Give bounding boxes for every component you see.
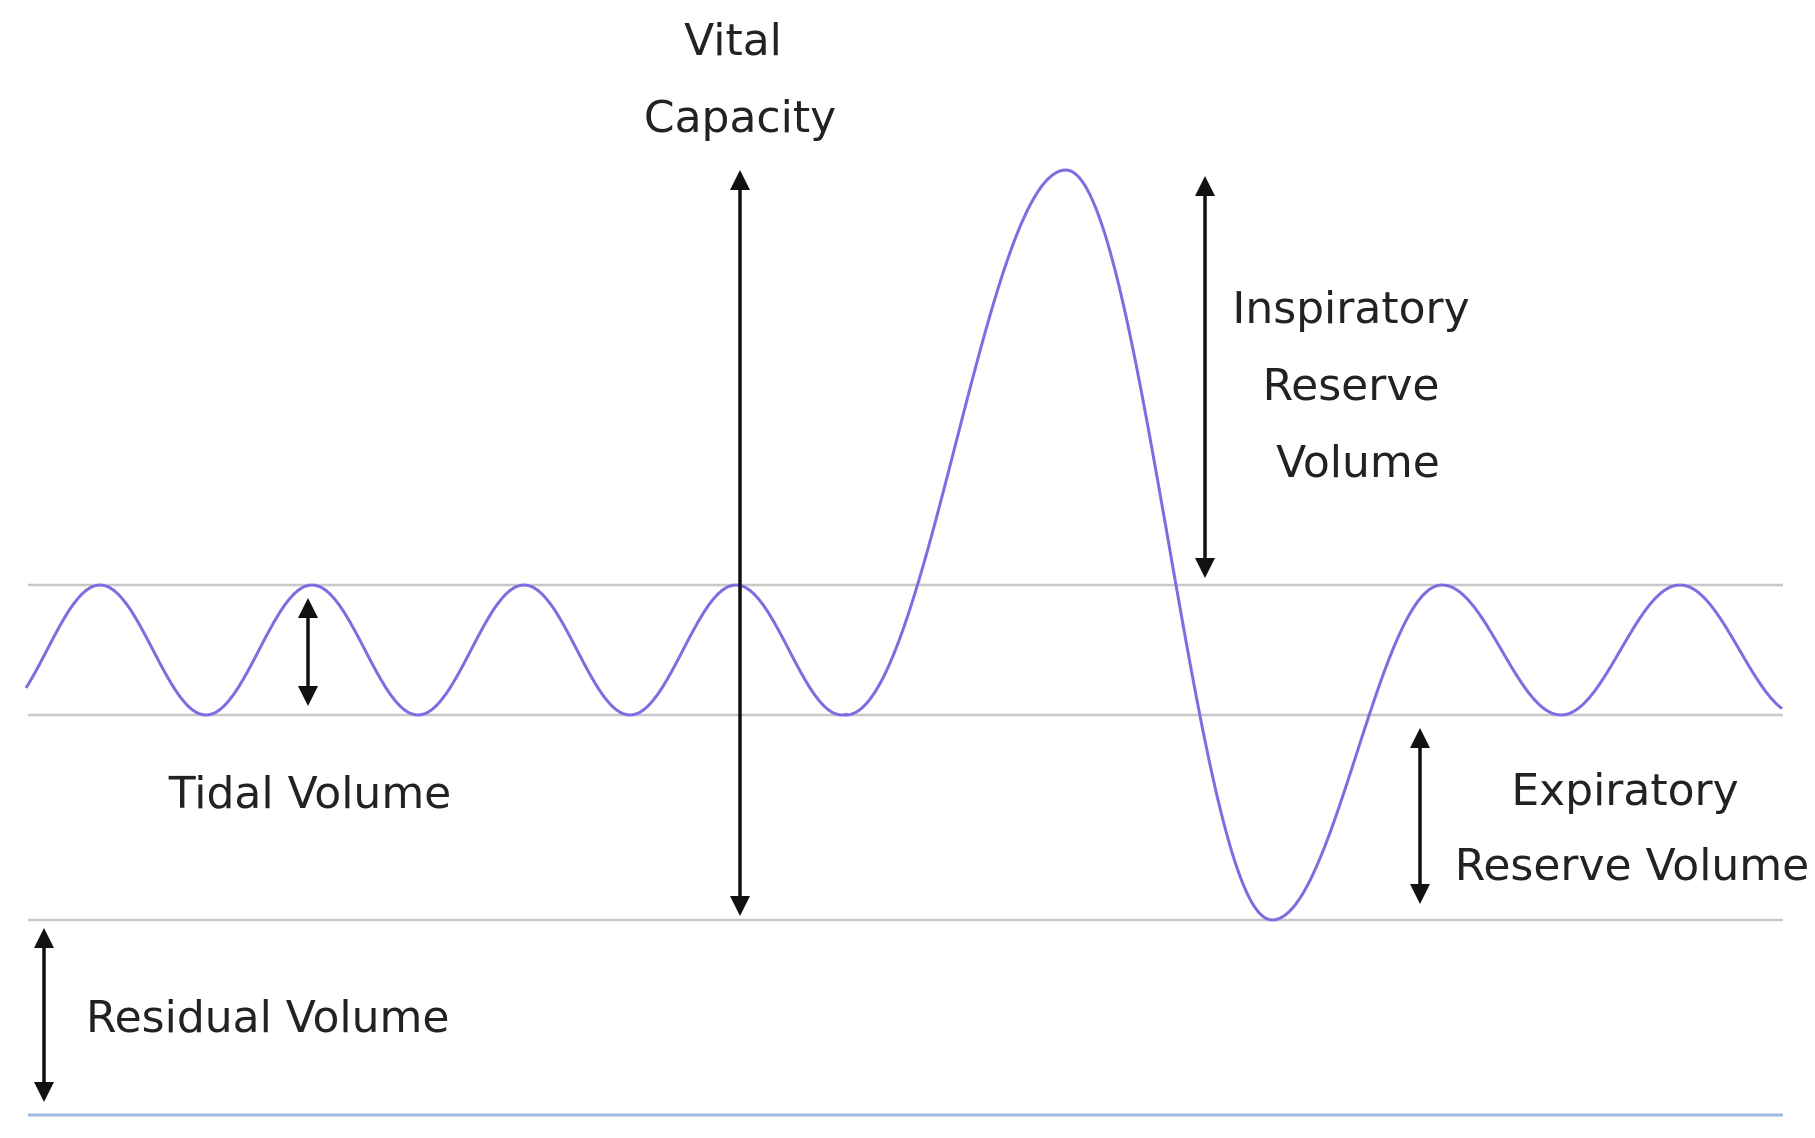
arrow-up-icon [1195,176,1215,196]
expiratory-reserve-volume-arrow [1410,728,1430,904]
tidal-volume-label: Tidal Volume [168,768,452,819]
arrow-up-icon [1410,728,1430,748]
arrow-down-icon [1410,884,1430,904]
vital-capacity-arrow [730,170,750,916]
inspiratory-reserve-volume-label: Inspiratory Reserve Volume [1232,283,1483,488]
arrow-down-icon [730,896,750,916]
arrow-down-icon [1195,558,1215,578]
expiratory-reserve-volume-label: Expiratory Reserve Volume [1455,765,1810,891]
inspiratory-reserve-volume-arrow [1195,176,1215,578]
arrow-up-icon [34,928,54,948]
arrow-up-icon [730,170,750,190]
arrow-up-icon [298,598,318,618]
residual-volume-arrow [34,928,54,1102]
vital-capacity-label: Vital Capacity [644,15,836,143]
breathing-trace [24,168,1783,922]
tidal-volume-arrow [298,598,318,706]
arrow-down-icon [298,686,318,706]
residual-volume-label: Residual Volume [86,992,449,1043]
arrow-down-icon [34,1082,54,1102]
